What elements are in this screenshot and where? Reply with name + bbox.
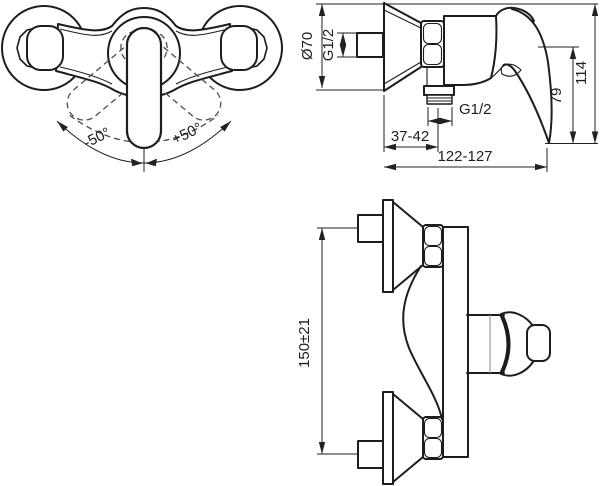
label-wall-to-outlet: 37-42 [391,128,429,145]
lever-handle-side [490,6,553,144]
mixer-body-top [442,226,469,458]
shower-outlet [423,68,455,105]
handle-knob-top [466,311,551,377]
label-inlet-thread: G1/2 [320,29,337,62]
top-view: 150±21 [296,199,551,485]
label-connection-distance: 150±21 [296,318,313,368]
label-diameter-70: Ø70 [299,32,316,60]
angle-label-minus: -50° [81,124,113,151]
lower-s-union [357,391,444,485]
handle-end-cap [526,324,551,362]
valve-body-side [443,15,498,86]
right-union-hub [220,25,258,71]
angle-label-plus: +50° [169,119,205,148]
dim-wall-to-outlet: 37-42 [383,95,439,152]
dim-total-height: 114 [573,4,599,144]
label-total-height: 114 [573,61,590,85]
dim-handle-drop: 79 [538,46,598,144]
upper-s-union [357,199,444,293]
dim-total-depth: 122-127 [384,148,548,172]
lever-handle-front [125,26,163,150]
cone-escutcheon-side [383,2,422,92]
union-nut-side [420,20,445,68]
inlet-pipe-end [356,32,384,58]
label-total-depth: 122-127 [437,148,492,165]
side-view: Ø70 G1/2 G1/2 37-42 122-127 [299,2,599,172]
front-view: -50° +50° [1,5,283,172]
dim-inlet-thread: G1/2 [320,29,357,62]
label-outlet-thread: G1/2 [459,101,492,118]
dim-diameter-70: Ø70 [299,4,384,91]
body-waist-curve [402,265,443,420]
label-handle-drop: 79 [548,88,565,105]
dim-connection-distance: 150±21 [296,227,358,455]
left-union-hub [26,25,64,71]
dim-outlet-thread: G1/2 [427,101,492,126]
